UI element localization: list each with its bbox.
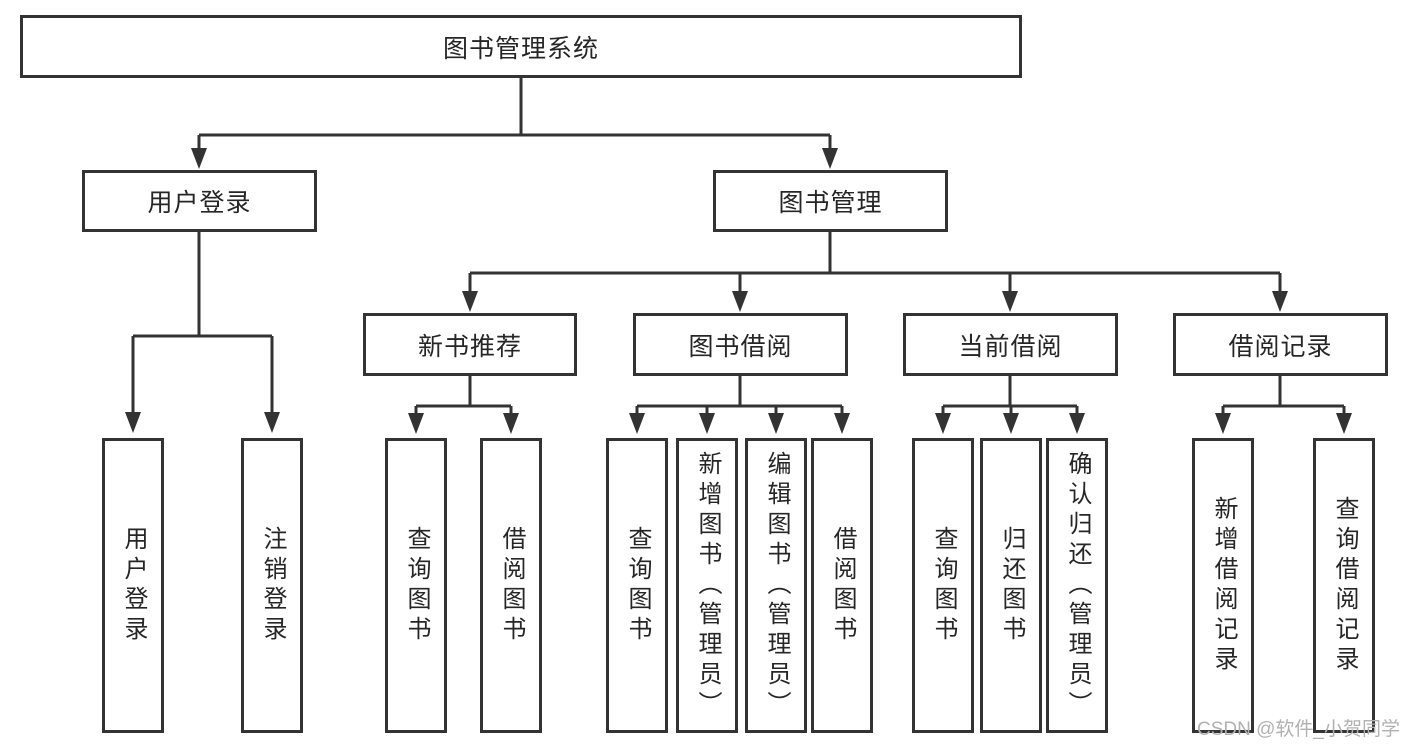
leaf-add-books-admin: 新增图书（管理员） <box>676 438 738 733</box>
leaf-add-books-admin-label: 新增图书（管理员） <box>694 450 721 721</box>
leaf-user-login: 用户登录 <box>102 438 164 733</box>
node-root: 图书管理系统 <box>20 15 1022 78</box>
leaf-query-borrow-record: 查询借阅记录 <box>1313 438 1375 733</box>
leaf-borrow-books-label: 借阅图书 <box>829 525 856 646</box>
node-root-label: 图书管理系统 <box>442 34 599 63</box>
node-borrow-records: 借阅记录 <box>1173 313 1388 376</box>
leaf-borrow-books-recommend-label: 借阅图书 <box>498 525 525 646</box>
node-borrow-records-label: 借阅记录 <box>1228 332 1333 361</box>
node-current-borrow-label: 当前借阅 <box>958 332 1063 361</box>
node-new-book-recommend: 新书推荐 <box>363 313 577 376</box>
arrowheads <box>125 148 1352 434</box>
leaf-logout-login-label: 注销登录 <box>259 525 286 646</box>
leaf-query-books-borrow-label: 查询图书 <box>624 525 651 646</box>
node-book-management: 图书管理 <box>713 170 948 232</box>
node-current-borrow: 当前借阅 <box>903 313 1118 376</box>
connector-path <box>131 78 1346 414</box>
leaf-add-borrow-record: 新增借阅记录 <box>1192 438 1254 733</box>
node-user-login: 用户登录 <box>82 170 317 232</box>
leaf-edit-books-admin: 编辑图书（管理员） <box>745 438 807 733</box>
leaf-query-borrow-record-label: 查询借阅记录 <box>1331 495 1358 676</box>
leaf-query-books-current: 查询图书 <box>912 438 974 733</box>
leaf-confirm-return-admin: 确认归还（管理员） <box>1046 438 1108 733</box>
node-new-book-recommend-label: 新书推荐 <box>417 332 522 361</box>
node-book-borrow: 图书借阅 <box>633 313 848 376</box>
leaf-query-books-current-label: 查询图书 <box>930 525 957 646</box>
leaf-borrow-books-recommend: 借阅图书 <box>480 438 542 733</box>
leaf-confirm-return-admin-label: 确认归还（管理员） <box>1064 450 1091 721</box>
leaf-query-books-borrow: 查询图书 <box>606 438 668 733</box>
leaf-add-borrow-record-label: 新增借阅记录 <box>1210 495 1237 676</box>
node-book-borrow-label: 图书借阅 <box>688 332 793 361</box>
node-book-management-label: 图书管理 <box>778 189 883 217</box>
leaf-borrow-books: 借阅图书 <box>811 438 873 733</box>
leaf-return-books: 归还图书 <box>980 438 1042 733</box>
leaf-logout-login: 注销登录 <box>241 438 303 733</box>
leaf-query-books-recommend-label: 查询图书 <box>403 525 430 646</box>
leaf-query-books-recommend: 查询图书 <box>385 438 447 733</box>
leaf-edit-books-admin-label: 编辑图书（管理员） <box>763 450 790 721</box>
leaf-return-books-label: 归还图书 <box>998 525 1025 646</box>
leaf-user-login-label: 用户登录 <box>120 525 147 646</box>
watermark: CSDN @软件_小贺同学 <box>1197 719 1400 740</box>
node-user-login-label: 用户登录 <box>147 189 252 217</box>
